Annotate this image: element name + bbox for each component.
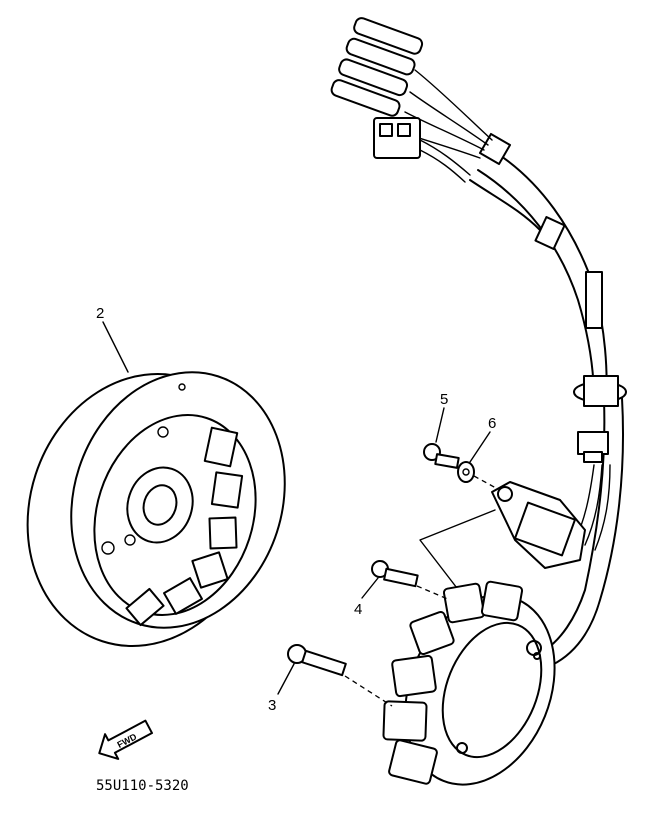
screw-pickup bbox=[423, 443, 460, 469]
callout-6: 6 bbox=[488, 415, 496, 432]
screw-stator bbox=[371, 560, 419, 588]
assembly-path-washer bbox=[473, 475, 497, 489]
leader-line-4 bbox=[361, 577, 379, 599]
wire-harness bbox=[469, 132, 627, 666]
callout-5: 5 bbox=[440, 391, 448, 408]
assembly-path-stator-bolt bbox=[416, 585, 451, 601]
pickup-coil bbox=[491, 481, 586, 569]
callout-4: 4 bbox=[354, 601, 362, 618]
coupler-connector bbox=[373, 117, 471, 183]
forward-direction-arrow: FWD bbox=[98, 719, 154, 760]
leader-line-3 bbox=[277, 663, 295, 695]
stator-assembly bbox=[382, 580, 556, 786]
diagram-code: 55U110-5320 bbox=[96, 778, 189, 794]
bolt-long bbox=[287, 644, 347, 677]
leader-line-5 bbox=[435, 407, 445, 443]
leader-line-6 bbox=[469, 431, 491, 463]
washer bbox=[457, 461, 475, 483]
flywheel-rotor bbox=[26, 371, 286, 647]
leader-line-pickup bbox=[419, 509, 496, 593]
callout-3: 3 bbox=[268, 697, 276, 714]
assembly-path-long-bolt bbox=[344, 675, 393, 707]
bullet-connectors bbox=[330, 17, 493, 159]
leader-line-2 bbox=[102, 321, 129, 373]
callout-2: 2 bbox=[96, 305, 104, 322]
